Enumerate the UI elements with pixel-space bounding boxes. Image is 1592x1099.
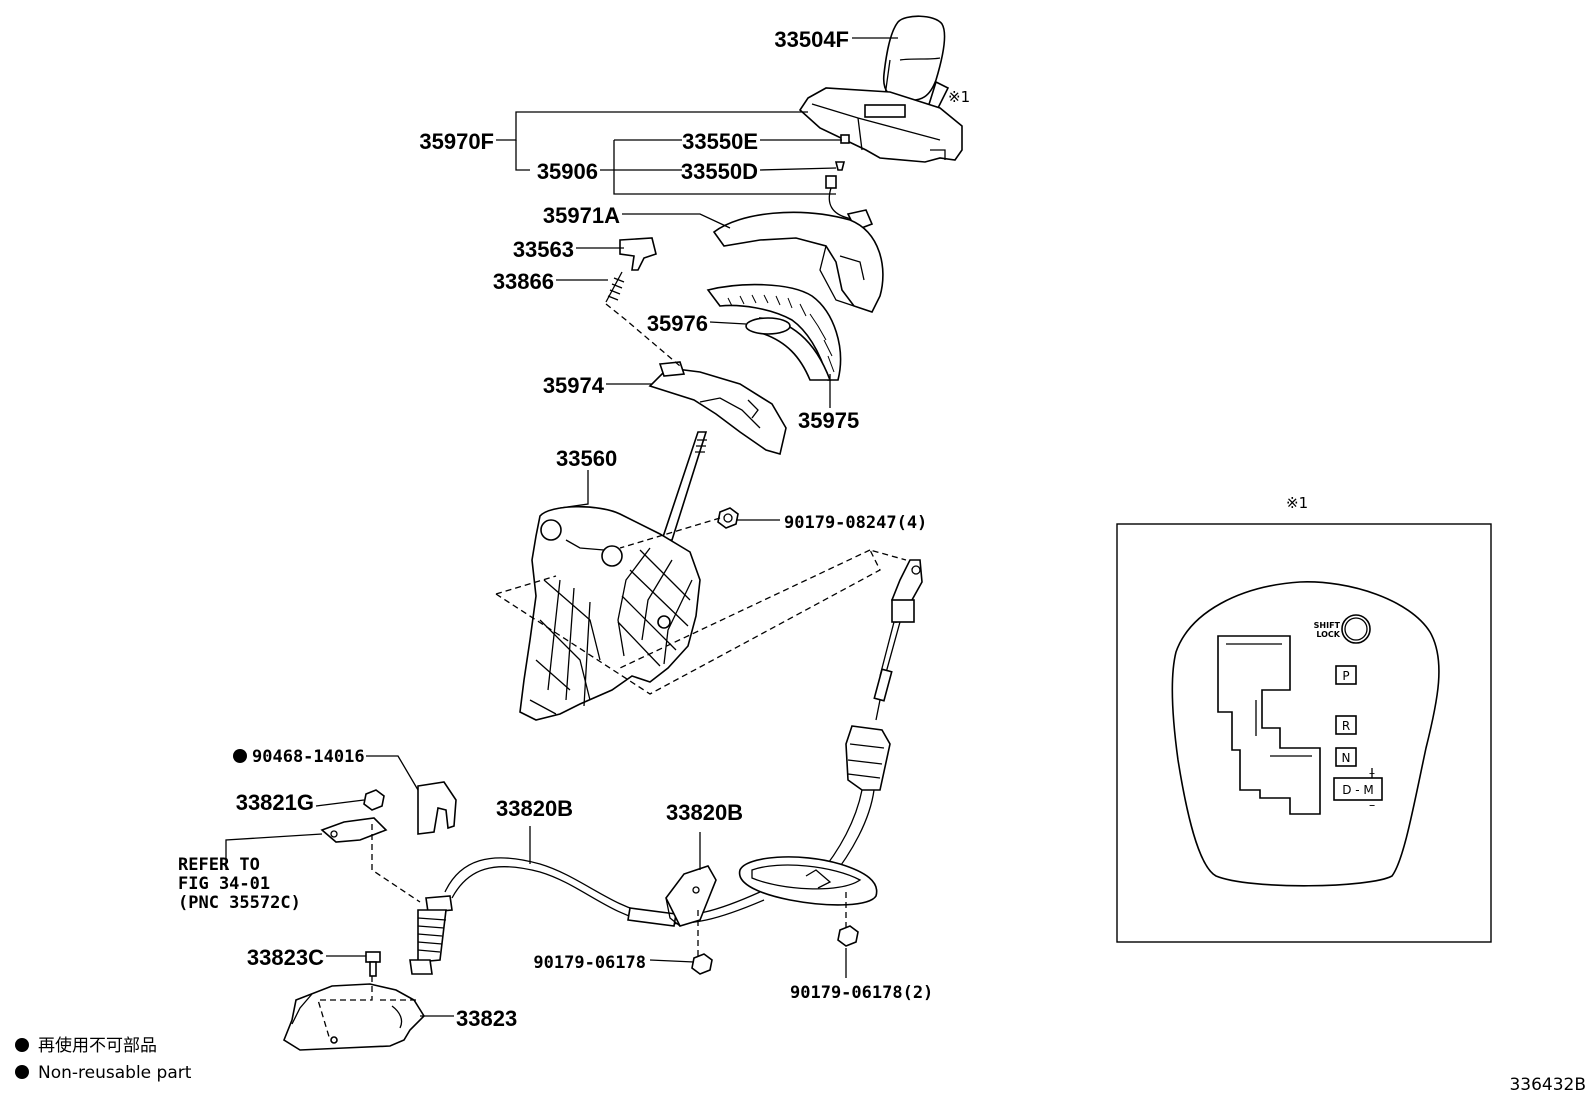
gate-label-p: P	[1342, 669, 1349, 683]
shift-lock-label-1: SHIFT	[1314, 621, 1341, 630]
label-33820b-cable: 33820B	[496, 796, 573, 821]
cable-upper-end-drawing	[817, 559, 923, 881]
label-35971a: 35971A	[543, 203, 620, 228]
label-33866: 33866	[493, 269, 554, 294]
legend-en: Non-reusable part	[38, 1063, 192, 1083]
nut-33821g-drawing	[363, 789, 385, 811]
label-33823: 33823	[456, 1006, 517, 1031]
label-35974: 35974	[543, 373, 605, 398]
gate-label-dm: D - M	[1342, 783, 1374, 797]
nut-90179-08247-drawing	[717, 507, 739, 529]
label-33563: 33563	[513, 237, 574, 262]
refer-line-2: FIG 34-01	[178, 874, 270, 894]
cover-35971a-drawing	[712, 211, 884, 313]
label-33560: 33560	[556, 446, 617, 471]
bulb-33550d-drawing	[834, 161, 846, 171]
gate-label-n: N	[1342, 751, 1351, 765]
gate-label-plus: +	[1369, 769, 1376, 778]
refer-bracket-drawing	[320, 817, 388, 843]
plate-35974-drawing	[648, 361, 787, 456]
indicator-housing-drawing	[798, 87, 963, 163]
label-33504f: 33504F	[774, 27, 849, 52]
non-reusable-dot-icon	[233, 749, 247, 763]
label-33550e: 33550E	[682, 129, 758, 154]
clip-90468-14016-drawing	[417, 781, 457, 835]
mount-dashes-2	[495, 575, 557, 595]
cable-bracket-drawing	[665, 865, 717, 927]
refer-line-3: (PNC 35572C)	[178, 893, 301, 913]
spring-33866-drawing	[605, 271, 625, 303]
assembly-line-3	[317, 976, 373, 1041]
shift-knob-drawing	[882, 15, 946, 102]
detail-mark: ※1	[1286, 494, 1308, 512]
mount-dashes-3	[495, 548, 907, 695]
nut-90179-06178-a-drawing	[691, 953, 713, 975]
gate-label-r: R	[1342, 719, 1350, 733]
assembly-line-2	[371, 824, 421, 903]
shift-lever-assembly-drawing	[519, 431, 708, 721]
assembly-line-1	[605, 303, 681, 367]
label-35975: 35975	[798, 408, 859, 433]
refer-bracket-hole	[330, 830, 338, 838]
bulb-33550e-drawing	[840, 134, 850, 144]
grommet-drawing	[738, 856, 878, 906]
label-35970f: 35970F	[419, 129, 494, 154]
label-33821g: 33821G	[236, 790, 314, 815]
lower-bracket-33823-drawing	[283, 983, 426, 1051]
bolt-33823c-drawing	[365, 951, 381, 977]
refer-line-1: REFER TO	[178, 855, 260, 875]
label-35906: 35906	[537, 159, 598, 184]
label-90179-06178-b: 90179-06178(2)	[790, 983, 933, 1003]
shift-lock-label-2: LOCK	[1316, 630, 1340, 639]
gate-label-minus: −	[1369, 801, 1376, 810]
label-35976: 35976	[647, 311, 708, 336]
figure-id: 336432B	[1509, 1075, 1586, 1095]
label-33823c: 33823C	[247, 945, 324, 970]
lower-cable-drawing	[409, 857, 765, 975]
legend-jp: 再使用不可部品	[38, 1035, 157, 1056]
label-90468-14016: 90468-14016	[252, 747, 365, 767]
label-90179-08247: 90179-08247(4)	[784, 513, 927, 533]
shift-gate-plate-drawing	[1171, 581, 1440, 887]
nut-90179-06178-b-drawing	[837, 925, 859, 947]
mount-dashes-1	[619, 517, 721, 549]
leader-lines	[225, 37, 898, 1017]
label-33820b-bracket: 33820B	[666, 800, 743, 825]
label-90179-06178-a: 90179-06178	[533, 953, 646, 973]
part-35976-drawing	[745, 317, 791, 335]
legend-dot-icon-en	[15, 1065, 29, 1079]
note-mark-1: ※1	[948, 88, 970, 106]
mount-dashes-4	[619, 549, 871, 669]
part-33563-drawing	[619, 237, 657, 271]
label-33550d: 33550D	[681, 159, 758, 184]
legend-dot-icon-jp	[15, 1038, 29, 1052]
